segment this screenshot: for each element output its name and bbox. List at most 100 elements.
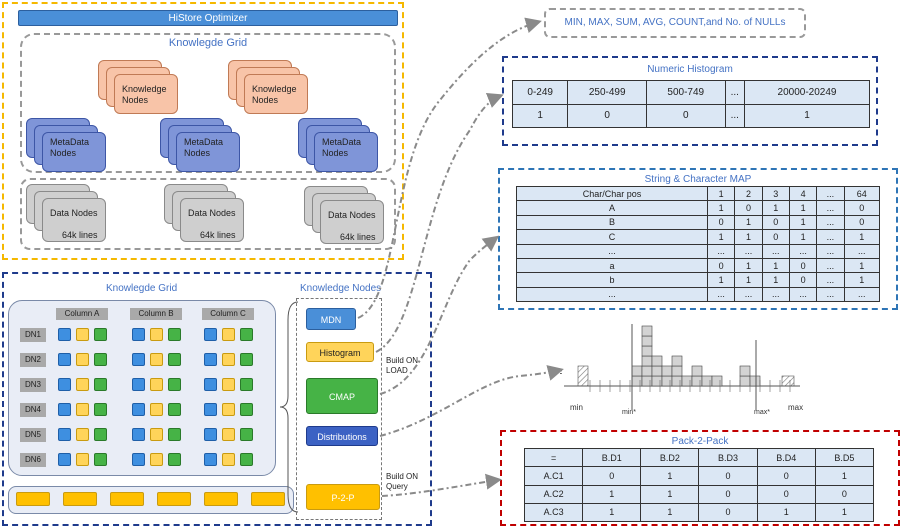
pack-block xyxy=(251,492,285,506)
knowledge-grid-detail-panel xyxy=(2,272,432,526)
char-map-cell: b xyxy=(515,272,709,288)
numeric-histogram-cell: 1 xyxy=(511,103,569,128)
distribution-label-min-star: min* xyxy=(622,409,636,416)
data-node-size: 64k lines xyxy=(62,230,98,240)
char-map-cell: 1 xyxy=(761,257,790,274)
blue-data-block xyxy=(58,353,71,366)
knowledge-node-stack-1: Knowledge Nodes xyxy=(98,60,178,114)
char-map-cell: ... xyxy=(707,286,736,303)
blue-data-block xyxy=(204,353,217,366)
dn-row-label: DN5 xyxy=(20,428,46,442)
green-data-block xyxy=(168,378,181,391)
blue-data-block xyxy=(132,378,145,391)
yellow-data-block xyxy=(150,428,163,441)
knowledge-node-label: Knowledge Nodes xyxy=(252,84,297,105)
numeric-histogram-cell: ... xyxy=(724,103,746,128)
char-map-cell: ... xyxy=(761,286,790,303)
green-data-block xyxy=(168,328,181,341)
green-data-block xyxy=(94,378,107,391)
data-node-size: 64k lines xyxy=(340,232,376,242)
data-nodes-panel xyxy=(20,178,396,250)
p2p-button[interactable]: P-2-P xyxy=(306,484,380,510)
column-c-header: Column C xyxy=(202,308,254,320)
numeric-histogram-cell: 20000-20249 xyxy=(744,80,870,105)
data-node-label: Data Nodes xyxy=(188,208,236,218)
blue-data-block xyxy=(132,353,145,366)
char-map-cell: 0 xyxy=(788,272,818,288)
blue-data-block xyxy=(58,328,71,341)
pack-row-panel xyxy=(8,486,294,514)
dn-row-label: DN2 xyxy=(20,353,46,367)
green-data-block xyxy=(240,403,253,416)
yellow-data-block xyxy=(76,378,89,391)
hatched-bin-min xyxy=(577,365,589,387)
pack-block xyxy=(110,492,144,506)
blue-data-block xyxy=(58,403,71,416)
char-map-cell: 1 xyxy=(843,272,881,288)
green-data-block xyxy=(94,328,107,341)
green-data-block xyxy=(94,353,107,366)
dn-row-label: DN3 xyxy=(20,378,46,392)
numeric-histogram-cell: 1 xyxy=(744,103,870,128)
distributions-button[interactable]: Distributions xyxy=(306,426,378,446)
data-node-stack-1: Data Nodes 64k lines xyxy=(26,184,106,242)
data-node-stack-2: Data Nodes 64k lines xyxy=(164,184,244,242)
distribution-label-max: max xyxy=(788,403,803,412)
blue-data-block xyxy=(132,428,145,441)
char-map-cell: ... xyxy=(843,286,881,303)
histogram-button[interactable]: Histogram xyxy=(306,342,374,362)
pack-block xyxy=(16,492,50,506)
pack2pack-cell: 1 xyxy=(756,502,816,523)
column-b-header: Column B xyxy=(130,308,182,320)
histogram-bin xyxy=(691,365,703,377)
mdn-button[interactable]: MDN xyxy=(306,308,356,330)
pack-block xyxy=(157,492,191,506)
metadata-node-stack-2: MetaData Nodes xyxy=(160,118,240,172)
blue-data-block xyxy=(132,453,145,466)
pack-block xyxy=(204,492,238,506)
distribution-label-min: min xyxy=(570,403,583,412)
yellow-data-block xyxy=(76,328,89,341)
metadata-node-label: MetaData Nodes xyxy=(322,137,362,158)
blue-data-block xyxy=(204,328,217,341)
numeric-histogram-cell: 0 xyxy=(645,103,726,128)
yellow-data-block xyxy=(76,403,89,416)
knowledge-grid-panel xyxy=(20,33,396,173)
data-node-label: Data Nodes xyxy=(50,208,98,218)
green-data-block xyxy=(94,403,107,416)
knowledge-node-stack-2: Knowledge Nodes xyxy=(228,60,308,114)
char-map-cell: 1 xyxy=(707,272,736,288)
char-map-cell: ... xyxy=(816,257,845,274)
pack2pack-cell: 1 xyxy=(582,502,642,523)
char-map-cell: 1 xyxy=(843,257,881,274)
yellow-data-block xyxy=(222,428,235,441)
char-map-row: ..................... xyxy=(515,243,881,259)
knowledge-node-label: Knowledge Nodes xyxy=(122,84,167,105)
dn-row-label: DN1 xyxy=(20,328,46,342)
knowledge-grid-label: Knowlegde Grid xyxy=(168,37,248,49)
dn-row-label: DN4 xyxy=(20,403,46,417)
numeric-histogram-cell: 500-749 xyxy=(645,80,726,105)
stats-box: MIN, MAX, SUM, AVG, COUNT,and No. of NUL… xyxy=(544,8,806,38)
numeric-histogram-cell: 250-499 xyxy=(567,80,647,105)
green-data-block xyxy=(168,403,181,416)
green-data-block xyxy=(240,428,253,441)
histogram-bin xyxy=(739,365,751,377)
pack-block xyxy=(63,492,97,506)
blue-data-block xyxy=(204,453,217,466)
metadata-node-stack-1: MetaData Nodes xyxy=(26,118,106,172)
char-map-cell: 1 xyxy=(734,272,763,288)
blue-data-block xyxy=(132,328,145,341)
char-map-cell: a xyxy=(515,257,709,274)
char-map-cell: ... xyxy=(707,243,736,259)
yellow-data-block xyxy=(150,353,163,366)
numeric-histogram-title: Numeric Histogram xyxy=(647,64,733,75)
cmap-button[interactable]: CMAP xyxy=(306,378,378,414)
green-data-block xyxy=(168,428,181,441)
